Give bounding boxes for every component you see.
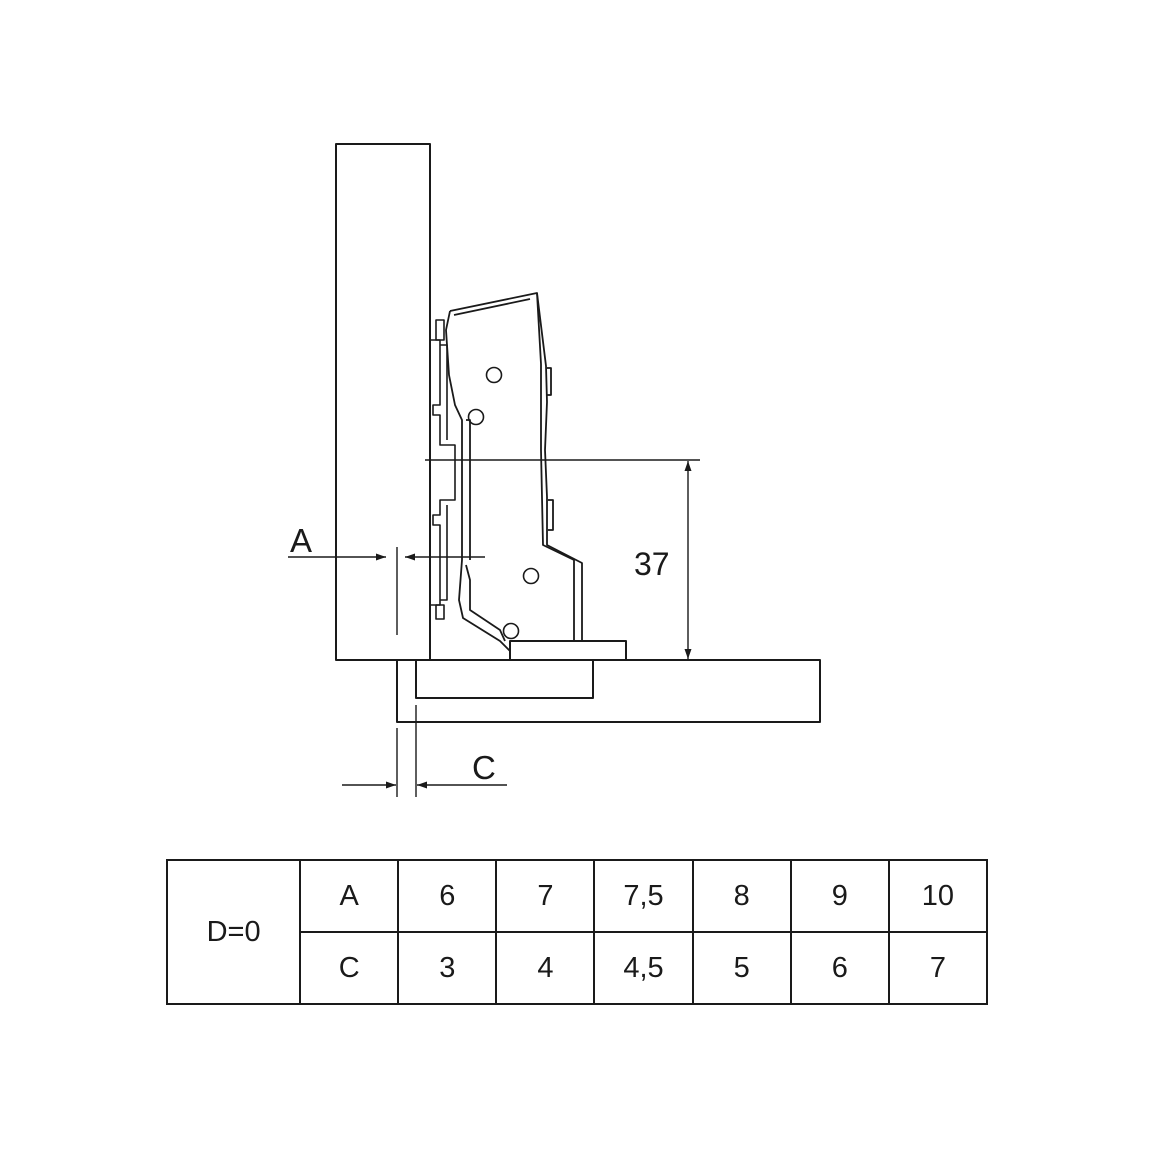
condition-cell: D=0 xyxy=(165,859,302,1005)
mounting-base-plate xyxy=(509,640,627,661)
door-panel xyxy=(335,143,431,661)
table-cell: 5 xyxy=(691,931,792,1005)
row-label-c: C xyxy=(299,931,400,1005)
screw-holes xyxy=(467,366,540,640)
table-row-c: C 3 4 4,5 5 6 7 xyxy=(167,931,989,1005)
table-cell: 10 xyxy=(887,859,989,933)
dimension-c-label: C xyxy=(472,749,496,786)
table-cell: 4 xyxy=(495,931,596,1005)
table-cell: 4,5 xyxy=(593,931,694,1005)
dimension-37-label: 37 xyxy=(634,546,670,582)
table-cell: 7 xyxy=(887,931,989,1005)
hinge-technical-drawing: 37 A C xyxy=(288,143,821,797)
table-cell: 7 xyxy=(495,859,596,933)
mounting-plate-recess xyxy=(415,659,594,699)
table-cell: 6 xyxy=(789,931,890,1005)
cabinet-panel xyxy=(396,659,821,723)
overlay-spec-table: D=0 A 6 7 7,5 8 9 10 C 3 4 4,5 5 6 7 xyxy=(165,859,989,1005)
hinge-cup xyxy=(430,319,456,620)
table-cell: 8 xyxy=(691,859,792,933)
table-cell: 7,5 xyxy=(593,859,694,933)
dimension-c xyxy=(342,705,507,797)
table-cell: 9 xyxy=(789,859,890,933)
row-label-a: A xyxy=(299,859,400,933)
table-cell: 6 xyxy=(397,859,498,933)
dimension-a xyxy=(288,547,485,635)
hinge-arm xyxy=(445,292,583,660)
dimension-37 xyxy=(425,459,700,661)
table-row-a: D=0 A 6 7 7,5 8 9 10 xyxy=(165,859,989,1005)
dimension-a-label: A xyxy=(290,522,312,559)
table-cell: 3 xyxy=(397,931,498,1005)
